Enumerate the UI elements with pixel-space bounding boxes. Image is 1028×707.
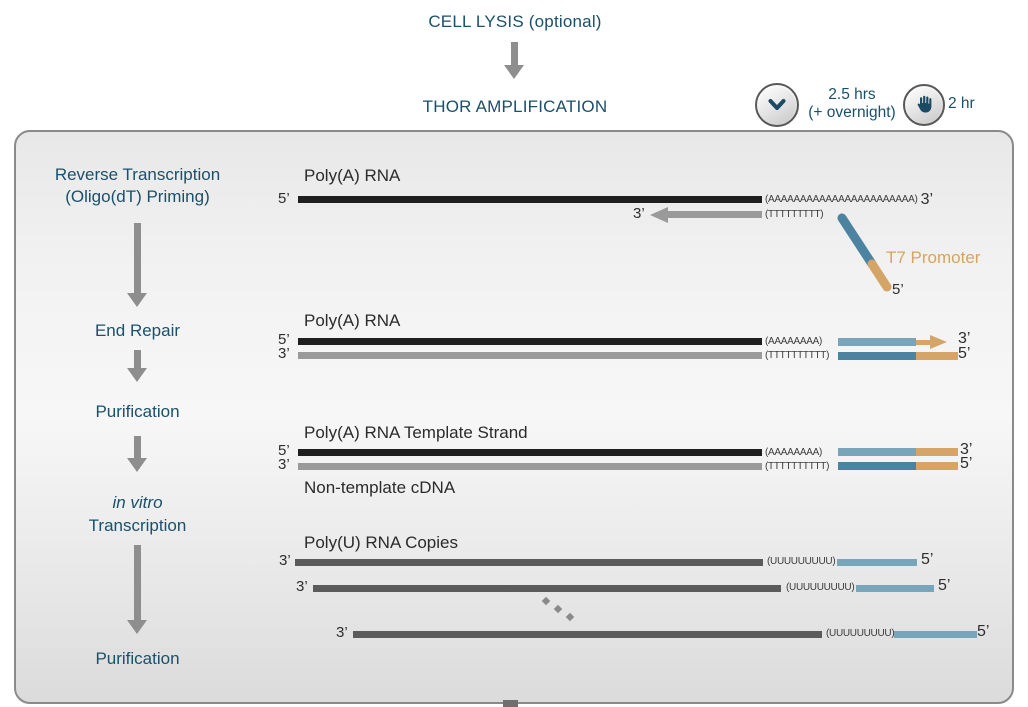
step-purification-2: Purification (95, 649, 180, 668)
row2-rna-strand-bar (298, 338, 762, 345)
row4-copy1-adapter-bar (837, 559, 917, 566)
row4-copy2-5prime-label: 5’ (938, 577, 951, 594)
row3-oligodt-seq: (TTTTTTTTTT) (765, 459, 829, 474)
row2-polya-seq: (AAAAAAAA) (765, 334, 822, 349)
row1-primer-3prime-label: 3’ (633, 205, 645, 222)
row2-tan-arrow-shaft (916, 340, 930, 345)
t7-promoter-label: T7 Promoter (886, 248, 981, 267)
row2-3prime-label: 3’ (278, 345, 290, 362)
total-time-badge (755, 83, 799, 127)
step-purification-1: Purification (95, 402, 180, 421)
step-transcription: Transcription (88, 516, 187, 535)
t7-promoter-adapter-icon (837, 213, 892, 292)
step-arrow-icon (127, 350, 147, 382)
row4-copy3-adapter-bar (894, 631, 977, 638)
thor-amplification-title: THOR AMPLIFICATION (422, 97, 608, 116)
row1-rna-strand-bar (298, 196, 762, 203)
row2-tan-arrow-head (930, 335, 947, 349)
row4-copy2-adapter-bar (856, 585, 934, 592)
row1-5prime-label: 5’ (278, 190, 290, 207)
row4-copy3-3prime-label: 3’ (336, 624, 348, 641)
row4-copy3-rna-bar (353, 631, 822, 638)
total-time-line2: (+ overnight) (808, 104, 896, 121)
row1-3prime-label: 3’ (920, 190, 934, 208)
row1-seq-text: (TTTTTTTTT) (765, 209, 824, 220)
step-reverse-transcription: Reverse Transcription (54, 165, 221, 184)
row2-bottom-5prime-label: 5’ (958, 345, 971, 362)
hands-on-time-badge (903, 84, 945, 126)
step-end-repair: End Repair (94, 321, 181, 340)
row4-copy1-rna-bar (295, 559, 763, 566)
row3-3prime-label: 3’ (278, 456, 290, 473)
row4-copy3-seq: (UUUUUUUUU) (826, 626, 895, 641)
hand-icon (917, 95, 932, 113)
row3-subtitle: Non-template cDNA (304, 478, 456, 497)
row3-bottom-5prime-label: 5’ (960, 455, 973, 472)
row4-copy1-3prime-label: 3’ (279, 552, 291, 569)
row1-polya-seq: (AAAAAAAAAAAAAAAAAAAAAAA) 3’ (765, 190, 934, 208)
down-arrow-icon (504, 42, 524, 79)
row2-cdna-strand-bar (298, 352, 762, 359)
row2-seq-text: (TTTTTTTTTT) (765, 350, 830, 361)
row4-copy2-rna-bar (313, 585, 781, 592)
chevron-down-icon (768, 99, 786, 110)
row2-bottom-adapter-tan-bar (916, 352, 958, 360)
row2-top-3prime-label: 3’ (958, 330, 971, 347)
row3-seq-text: (TTTTTTTTTT) (765, 461, 830, 472)
total-time-line1: 2.5 hrs (828, 86, 876, 103)
row3-top-adapter-blue-bar (838, 448, 916, 456)
step-arrow-icon (127, 223, 147, 307)
step-in-vitro: in vitro (112, 493, 163, 512)
row3-5prime-label: 5’ (278, 442, 290, 459)
row2-5prime-label: 5’ (278, 331, 290, 348)
row3-polya-seq: (AAAAAAAA) (765, 445, 822, 460)
row2-title: Poly(A) RNA (304, 311, 401, 330)
bottom-arrow-stub (503, 700, 518, 707)
row1-oligodt-seq: (TTTTTTTTT) (765, 207, 824, 222)
row4-copy2-seq: (UUUUUUUUU) (786, 580, 855, 595)
row3-top-adapter-tan-bar (916, 448, 958, 456)
row4-seq-text: (UUUUUUUUU) (826, 628, 895, 639)
row2-bottom-adapter-blue-bar (838, 352, 916, 360)
total-time-label: 2.5 hrs (+ overnight) (800, 86, 904, 122)
row3-seq-text: (AAAAAAAA) (765, 447, 823, 458)
row4-copy1-5prime-label: 5’ (921, 551, 934, 568)
step-reverse-transcription-sub: (Oligo(dT) Priming) (65, 187, 210, 206)
row1-title: Poly(A) RNA (304, 166, 401, 185)
row3-bottom-adapter-tan-bar (916, 462, 958, 470)
row2-oligodt-seq: (TTTTTTTTTT) (765, 348, 829, 363)
row2-top-adapter-blue-bar (838, 338, 916, 346)
row4-copy2-3prime-label: 3’ (296, 578, 308, 595)
row3-rna-strand-bar (298, 449, 762, 456)
row3-cdna-strand-bar (298, 463, 762, 470)
row4-seq-text: (UUUUUUUUU) (767, 556, 836, 567)
row3-title: Poly(A) RNA Template Strand (304, 423, 528, 442)
row3-top-3prime-label: 3’ (960, 441, 973, 458)
row3-bottom-adapter-blue-bar (838, 462, 916, 470)
row1-primer-arrow (650, 206, 762, 223)
row4-seq-text: (UUUUUUUUU) (786, 582, 855, 593)
row4-copy3-5prime-label: 5’ (977, 623, 990, 640)
row4-copy1-seq: (UUUUUUUUU) (767, 554, 836, 569)
t7-5prime-label: 5’ (892, 281, 904, 298)
step-arrow-icon (127, 545, 147, 634)
step-arrow-icon (127, 436, 147, 472)
hands-on-time-label: 2 hr (948, 95, 975, 112)
row4-title: Poly(U) RNA Copies (304, 533, 458, 552)
row2-seq-text: (AAAAAAAA) (765, 336, 823, 347)
cell-lysis-title: CELL LYSIS (optional) (428, 12, 602, 31)
row1-seq-text: (AAAAAAAAAAAAAAAAAAAAAAA) (765, 194, 918, 205)
